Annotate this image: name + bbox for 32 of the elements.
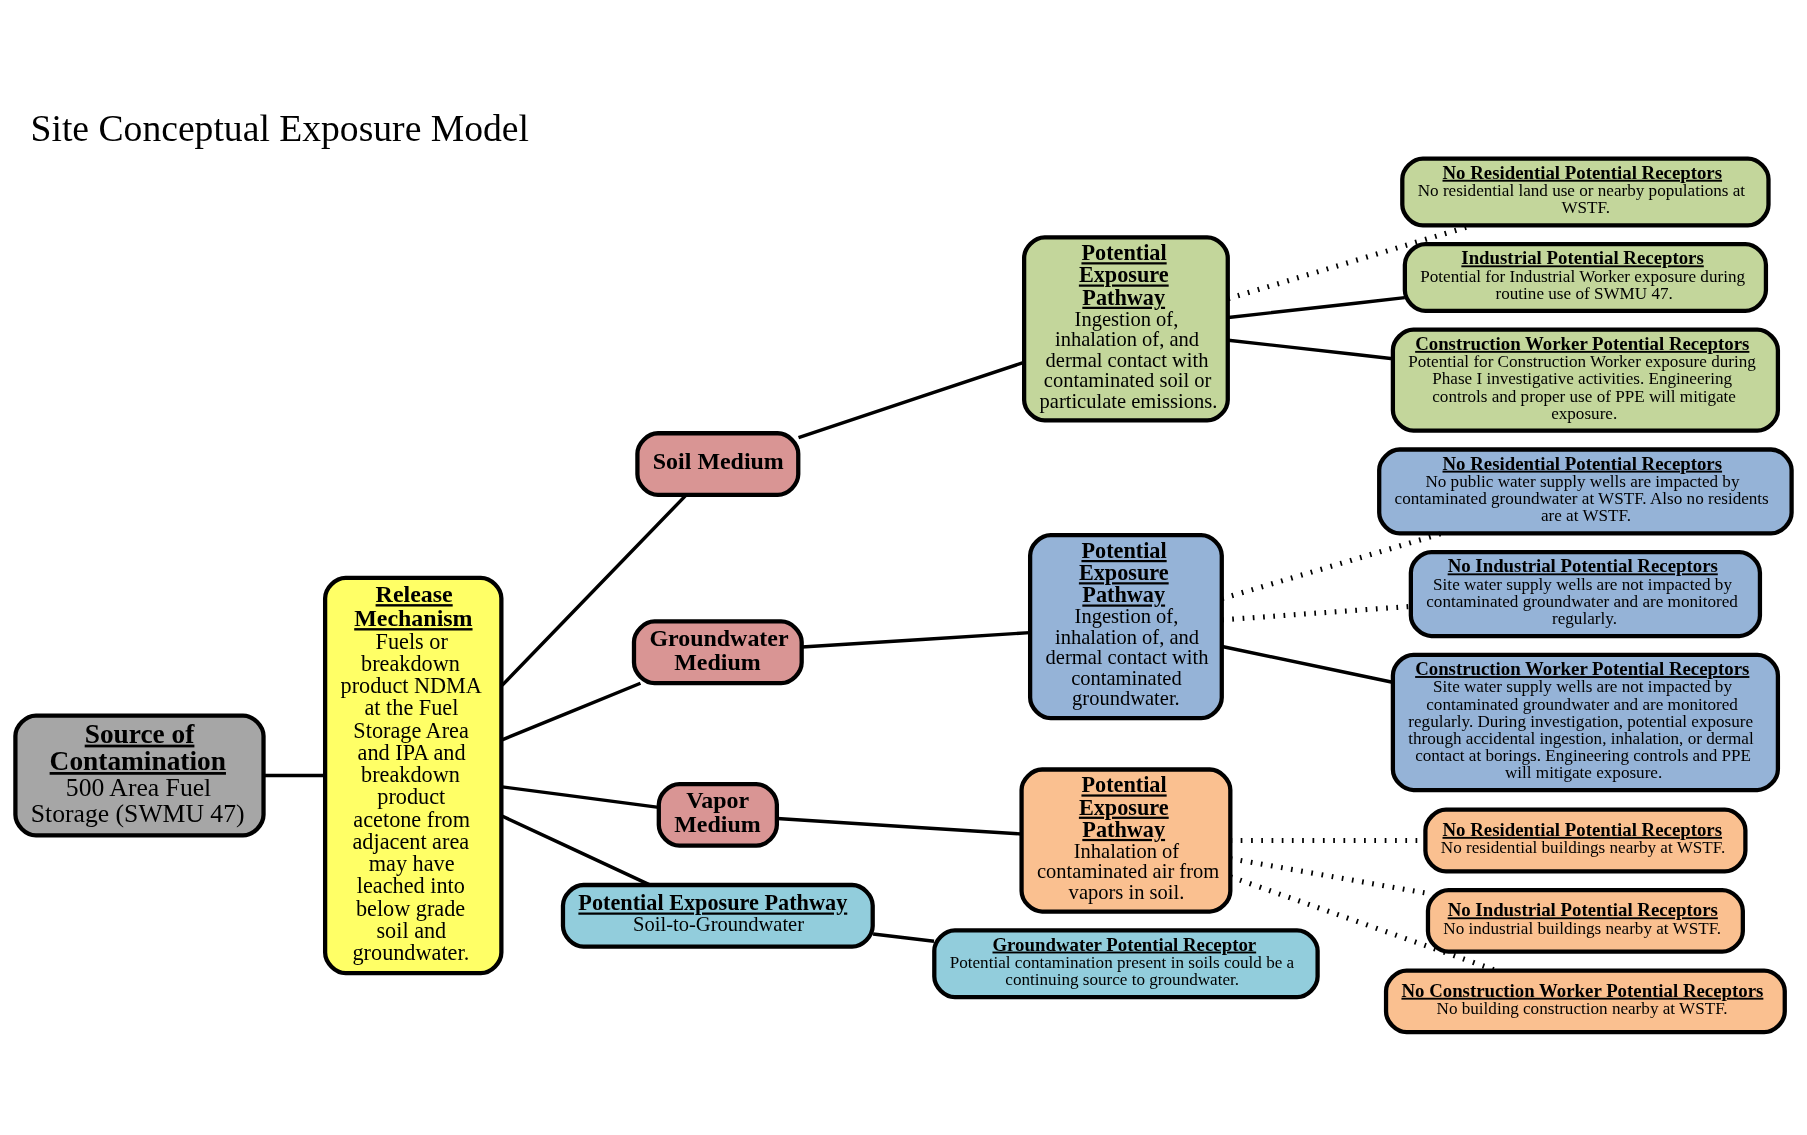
node-box: No Residential Potential Receptors No public water supply wells are impacted by contaminated groundwater at WSTF. Also no residents are at WSTF. — [1377, 446, 1794, 535]
node-box: No Industrial Potential Receptors Site water supply wells are not impacted by contaminated groundwater and are monitored regularly. — [1408, 549, 1763, 638]
connector — [501, 784, 659, 809]
connector — [777, 816, 1022, 836]
node-box: Potential Exposure Pathway Ingestion of, inhalation of, and dermal contact with contaminated groundwater. — [1028, 532, 1224, 720]
diagram-title: Site Conceptual Exposure Model — [30, 106, 529, 149]
node-box: Source of Contamination 500 Area Fuel Storage (SWMU 47) — [13, 712, 266, 837]
node-box: No Construction Worker Potential Receptors No building construction nearby at WSTF. — [1383, 967, 1787, 1034]
connector — [872, 931, 935, 943]
connector — [1228, 338, 1394, 360]
node-box: Vapor Medium — [656, 781, 779, 848]
node-box: No Residential Potential Receptors No residential buildings nearby at WSTF. — [1423, 807, 1748, 873]
node-box: No Residential Potential Receptors No residential land use or nearby populations at WSTF. — [1400, 155, 1771, 227]
node-box: Release Mechanism Fuels or breakdown product NDMA at the Fuel Storage Area and IPA and breakdown product acetone from adjacent area may have leached into below grade soil and groundwater. — [323, 575, 504, 975]
connector — [798, 360, 1025, 439]
connector — [501, 681, 642, 741]
node-box: Construction Worker Potential Receptors Potential for Construction Worker exposure during Phase I investigative activities. Engineering controls and proper use of PPE will mitigate exposure. — [1390, 327, 1781, 433]
connector — [501, 814, 651, 886]
connector — [263, 773, 325, 777]
node-box: Potential Exposure Pathway Ingestion of, inhalation of, and dermal contact with contaminated soil or particulate emissions. — [1022, 234, 1230, 423]
node-box: No Industrial Potential Receptors No industrial buildings nearby at WSTF. — [1425, 887, 1745, 954]
node-box: Construction Worker Potential Receptors Site water supply wells are not impacted by contaminated groundwater and are monitored regularly. During investigation, potential exposure through accidental ingestion, inhalation, or dermal contact at borings. Engineering controls and PPE will mitigate exposure. — [1390, 652, 1781, 792]
node-box: Groundwater Potential Receptor Potential contamination present in soils could be a continuing source to groundwater. — [932, 927, 1320, 999]
node-box: Industrial Potential Receptors Potential for Industrial Worker exposure during routine use of SWMU 47. — [1402, 241, 1769, 313]
connector — [1221, 603, 1411, 622]
connector — [801, 630, 1031, 649]
node-box: Soil Medium — [635, 430, 801, 497]
connector — [1221, 644, 1393, 684]
node-box: Groundwater Medium — [631, 618, 804, 685]
node-box: Potential Exposure Pathway Soil-to-Groundwater — [560, 882, 875, 949]
node-box: Potential Exposure Pathway Inhalation of contaminated air from vapors in soil. — [1019, 766, 1233, 914]
connector — [1228, 295, 1405, 319]
